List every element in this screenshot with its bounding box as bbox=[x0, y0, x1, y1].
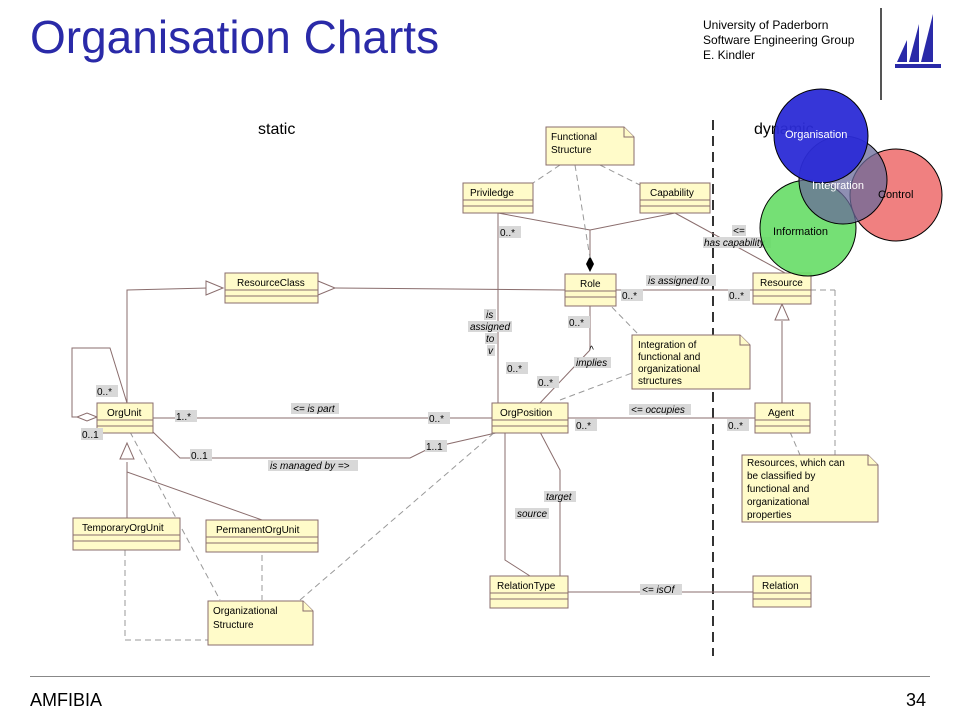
assoc-is-v-1: is bbox=[486, 310, 493, 321]
note-integration: Integration of functional and organizati… bbox=[631, 334, 751, 390]
assoc-has-capability: has capability bbox=[704, 238, 766, 249]
class-priviledge-label: Priviledge bbox=[470, 188, 514, 199]
note-resources-line-1: Resources, which can bbox=[747, 458, 845, 469]
note-organizational-line-2: Structure bbox=[213, 620, 254, 631]
mult-orgunit-self-one: 0..1 bbox=[82, 430, 99, 441]
note-connectors bbox=[124, 164, 836, 641]
assoc-is-assigned-to: is assigned to bbox=[648, 276, 710, 287]
university-logo-icon bbox=[895, 14, 941, 68]
class-priviledge: Priviledge bbox=[462, 182, 534, 214]
assoc-is-of: <= isOf bbox=[642, 585, 675, 596]
page-number: 34 bbox=[906, 690, 927, 710]
assoc-is-v-2: assigned bbox=[470, 322, 510, 333]
assoc-implies: implies bbox=[576, 358, 607, 369]
class-orgunit-label: OrgUnit bbox=[107, 408, 142, 419]
mult-orgunit-self-many: 0..* bbox=[97, 387, 112, 398]
mult-managed-one-one: 1..1 bbox=[426, 442, 443, 453]
footer-divider bbox=[30, 676, 930, 677]
venn-integration-label: Integration bbox=[812, 180, 864, 192]
venn-organisation-circle bbox=[773, 88, 869, 184]
note-integration-line-3: organizational bbox=[638, 364, 700, 375]
mult-role-right: 0..* bbox=[622, 291, 637, 302]
assoc-is-v-3: to bbox=[486, 334, 495, 345]
page-title: Organisation Charts bbox=[30, 11, 440, 63]
note-functional-line-1: Functional bbox=[551, 132, 597, 143]
class-relationtype-label: RelationType bbox=[497, 581, 556, 592]
venn-information-label: Information bbox=[773, 226, 828, 238]
assoc-is-managed-by: is managed by => bbox=[270, 461, 350, 472]
class-temporaryorgunit: TemporaryOrgUnit bbox=[72, 517, 181, 551]
class-capability: Capability bbox=[639, 182, 711, 214]
multiplicity-labels: 0..* 0..* 0..* 0..* 0..* 0..* 0..* 0..1 … bbox=[81, 226, 750, 462]
venn-diagram: Organisation Integration Control Informa… bbox=[759, 88, 943, 277]
university-line-2: Software Engineering Group bbox=[703, 33, 855, 47]
uml-diagram: static dynamic bbox=[71, 88, 943, 656]
class-relation-label: Relation bbox=[762, 581, 799, 592]
class-temporaryorgunit-label: TemporaryOrgUnit bbox=[82, 523, 164, 534]
venn-organisation-label: Organisation bbox=[785, 129, 847, 141]
header-divider bbox=[880, 8, 882, 100]
role-composition-diamond bbox=[586, 256, 594, 272]
assoc-implies-arrow: ^ bbox=[589, 345, 594, 356]
note-integration-line-1: Integration of bbox=[638, 340, 697, 351]
mult-resource: 0..* bbox=[729, 291, 744, 302]
mult-orgunit-one-many: 1..* bbox=[176, 412, 191, 423]
footer-project: AMFIBIA bbox=[30, 690, 103, 710]
mult-orgunit-zero-one: 0..1 bbox=[191, 451, 208, 462]
class-role-label: Role bbox=[580, 279, 601, 290]
class-relationtype: RelationType bbox=[489, 575, 569, 609]
assoc-has-capability-arrow: <= bbox=[733, 226, 745, 237]
university-line-3: E. Kindler bbox=[703, 48, 756, 62]
class-permanentorgunit-label: PermanentOrgUnit bbox=[216, 525, 300, 536]
static-label: static bbox=[258, 121, 295, 138]
class-agent-label: Agent bbox=[768, 408, 794, 419]
assoc-source: source bbox=[517, 509, 547, 520]
note-resources-line-3: functional and bbox=[747, 484, 809, 495]
assoc-is-part: <= is part bbox=[293, 404, 336, 415]
note-integration-line-2: functional and bbox=[638, 352, 700, 363]
class-permanentorgunit: PermanentOrgUnit bbox=[205, 519, 319, 553]
venn-control-label: Control bbox=[878, 189, 913, 201]
orgunit-aggregation-diamond bbox=[75, 412, 99, 422]
class-orgunit: OrgUnit bbox=[96, 402, 154, 434]
mult-orgpos-2: 0..* bbox=[538, 378, 553, 389]
note-integration-line-4: structures bbox=[638, 376, 682, 387]
mult-role-below: 0..* bbox=[569, 318, 584, 329]
university-line-1: University of Paderborn bbox=[703, 18, 829, 32]
class-orgposition-label: OrgPosition bbox=[500, 408, 552, 419]
mult-orgpos-right: 0..* bbox=[576, 421, 591, 432]
class-resource-label: Resource bbox=[760, 278, 803, 289]
class-agent: Agent bbox=[754, 402, 811, 434]
assoc-target: target bbox=[546, 492, 573, 503]
assoc-is-v-4: v bbox=[488, 346, 494, 357]
note-resources: Resources, which can be classified by fu… bbox=[741, 454, 879, 523]
class-capability-label: Capability bbox=[650, 188, 694, 199]
note-functional-line-2: Structure bbox=[551, 145, 592, 156]
mult-agent: 0..* bbox=[728, 421, 743, 432]
note-resources-line-4: organizational bbox=[747, 497, 809, 508]
class-relation: Relation bbox=[752, 575, 812, 608]
note-functional-structure: Functional Structure bbox=[545, 126, 635, 166]
class-resourceclass-label: ResourceClass bbox=[237, 278, 305, 289]
note-resources-line-5: properties bbox=[747, 510, 791, 521]
class-resource: Resource bbox=[752, 272, 812, 305]
university-info: University of Paderborn Software Enginee… bbox=[703, 18, 854, 63]
mult-priv-many: 0..* bbox=[500, 228, 515, 239]
mult-orgpos-1: 0..* bbox=[507, 364, 522, 375]
note-organizational-structure: Organizational Structure bbox=[207, 600, 314, 646]
assoc-occupies: <= occupies bbox=[631, 405, 685, 416]
association-labels: <= has capability is assigned to is assi… bbox=[268, 225, 771, 596]
class-role: Role bbox=[564, 273, 617, 307]
note-organizational-line-1: Organizational bbox=[213, 606, 277, 617]
class-resourceclass: ResourceClass bbox=[224, 272, 319, 304]
class-orgposition: OrgPosition bbox=[491, 402, 569, 434]
mult-orgpos-left: 0..* bbox=[429, 414, 444, 425]
note-resources-line-2: be classified by bbox=[747, 471, 815, 482]
